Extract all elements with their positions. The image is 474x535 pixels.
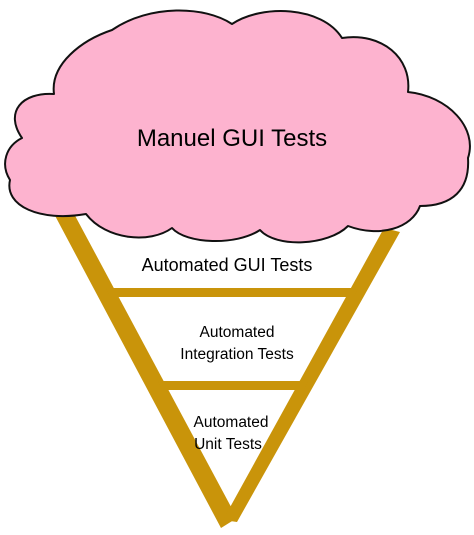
cone-right-wall xyxy=(223,228,400,522)
tier-integration-label-line1: Automated xyxy=(200,324,275,341)
cone xyxy=(52,210,400,528)
cone-divider-upper xyxy=(106,288,358,297)
tier-integration-label-line2: Integration Tests xyxy=(180,346,294,363)
cone-divider-lower xyxy=(158,381,308,390)
ice-cream-cloud xyxy=(4,9,471,244)
cone-left-wall xyxy=(52,210,237,528)
tier-unit-label-line1: Automated xyxy=(194,414,269,431)
tier-gui-label: Automated GUI Tests xyxy=(142,255,313,275)
cloud-label: Manuel GUI Tests xyxy=(137,125,327,152)
tier-unit-label-line2: Unit Tests xyxy=(194,436,262,453)
